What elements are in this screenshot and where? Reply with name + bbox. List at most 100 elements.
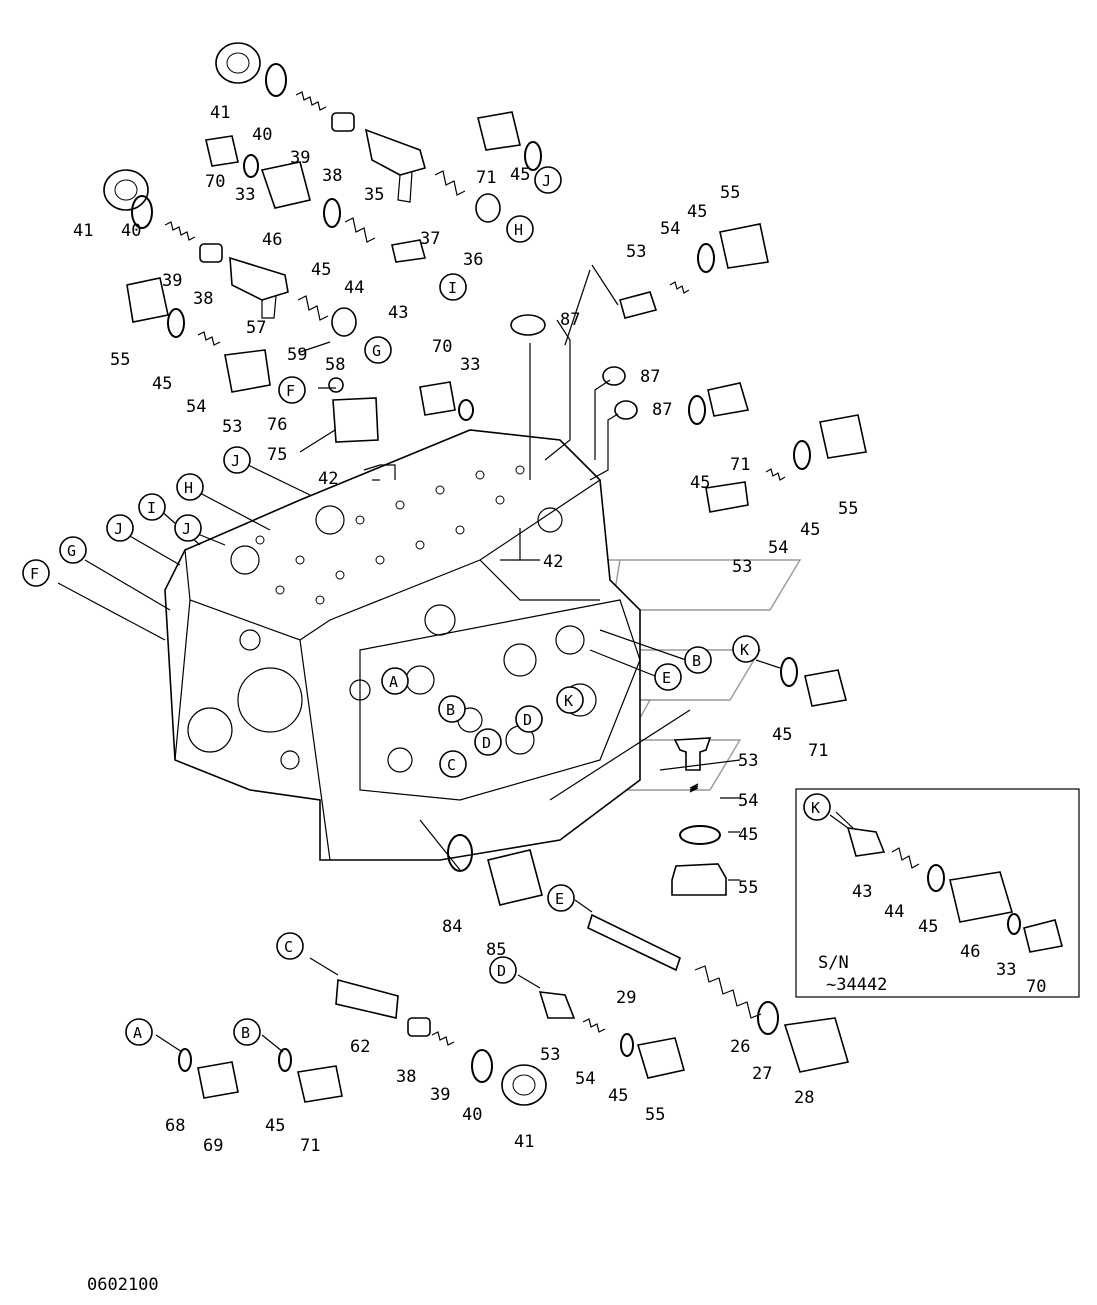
callout-k-inset: K: [803, 793, 831, 821]
label-45: 45: [608, 1086, 628, 1106]
callout-j-top-right: J: [534, 166, 562, 194]
label-41: 41: [210, 103, 230, 123]
callout-j-left2: J: [174, 514, 202, 542]
label-71: 71: [730, 455, 750, 475]
label-62: 62: [350, 1037, 370, 1057]
svg-text:K: K: [811, 799, 820, 817]
parts: [103, 42, 867, 1106]
label-55: 55: [838, 499, 858, 519]
svg-text:A: A: [389, 673, 398, 691]
label-26: 26: [730, 1037, 750, 1057]
label-45: 45: [772, 725, 792, 745]
svg-text:D: D: [482, 734, 491, 752]
callout-h-left: H: [176, 473, 204, 501]
callouts: J H I G F J H I J J G F A B C D D K E B …: [22, 166, 831, 1046]
svg-text:J: J: [542, 172, 551, 190]
callout-f-top: F: [278, 376, 306, 404]
label-68: 68: [165, 1116, 185, 1136]
label-70: 70: [205, 172, 225, 192]
callout-b-body2: B: [684, 646, 712, 674]
label-42: 42: [543, 552, 563, 572]
svg-text:B: B: [241, 1024, 250, 1042]
callout-a-body: A: [381, 667, 409, 695]
label-53: 53: [732, 557, 752, 577]
label-45: 45: [738, 825, 758, 845]
label-84: 84: [442, 917, 462, 937]
callout-a-lower: A: [125, 1018, 153, 1046]
callout-j-left3: J: [106, 514, 134, 542]
callout-d-lower: D: [489, 956, 517, 984]
diagram-code: 0602100: [87, 1275, 159, 1295]
callout-c-lower: C: [276, 932, 304, 960]
valve-body: [164, 429, 641, 861]
label-87: 87: [560, 310, 580, 330]
label-54: 54: [738, 791, 758, 811]
svg-text:J: J: [114, 520, 123, 538]
label-39: 39: [290, 148, 310, 168]
svg-text:F: F: [30, 565, 39, 583]
label-53: 53: [540, 1045, 560, 1065]
callout-k-right: K: [732, 635, 760, 663]
callout-g-top: G: [364, 336, 392, 364]
svg-text:D: D: [497, 962, 506, 980]
label-44: 44: [344, 278, 364, 298]
svg-text:H: H: [184, 479, 193, 497]
inset-panel: S/N ~34442: [795, 788, 1080, 998]
callout-c-body: C: [439, 750, 467, 778]
label-45: 45: [265, 1116, 285, 1136]
label-45: 45: [918, 917, 938, 937]
svg-text:J: J: [231, 452, 240, 470]
label-76: 76: [267, 415, 287, 435]
label-71: 71: [300, 1136, 320, 1156]
svg-text:E: E: [555, 890, 564, 908]
callout-i-top: I: [439, 273, 467, 301]
label-87: 87: [640, 367, 660, 387]
label-45: 45: [152, 374, 172, 394]
label-57: 57: [246, 318, 266, 338]
callout-g-left: G: [59, 536, 87, 564]
label-38: 38: [322, 166, 342, 186]
svg-text:C: C: [284, 938, 293, 956]
svg-text:D: D: [523, 711, 532, 729]
label-54: 54: [660, 219, 680, 239]
callout-d-body2: D: [515, 705, 543, 733]
label-55: 55: [645, 1105, 665, 1125]
label-33: 33: [996, 960, 1016, 980]
svg-text:B: B: [446, 701, 455, 719]
label-54: 54: [575, 1069, 595, 1089]
inset-sn-label: S/N: [818, 953, 849, 973]
label-46: 46: [960, 942, 980, 962]
label-41: 41: [73, 221, 93, 241]
label-53: 53: [626, 242, 646, 262]
svg-text:G: G: [372, 342, 381, 360]
callout-e-body: E: [654, 663, 682, 691]
label-45: 45: [311, 260, 331, 280]
label-39: 39: [430, 1085, 450, 1105]
callout-b-body: B: [438, 695, 466, 723]
svg-text:G: G: [67, 542, 76, 560]
label-36: 36: [463, 250, 483, 270]
label-28: 28: [794, 1088, 814, 1108]
label-59: 59: [287, 345, 307, 365]
label-39: 39: [162, 271, 182, 291]
label-70: 70: [432, 337, 452, 357]
label-75: 75: [267, 445, 287, 465]
label-42: 42: [318, 469, 338, 489]
label-54: 54: [186, 397, 206, 417]
callout-j-left1: J: [223, 446, 251, 474]
part-labels: 41 40 39 38 35 37 71 45 36 70 33 46 45 4…: [73, 103, 1046, 1156]
callout-e-lower: E: [547, 884, 575, 912]
label-40: 40: [121, 221, 141, 241]
callout-h-top: H: [506, 215, 534, 243]
inset-sn-range: ~34442: [826, 975, 887, 995]
callout-i-left: I: [138, 493, 166, 521]
label-40: 40: [252, 125, 272, 145]
svg-text:A: A: [133, 1024, 142, 1042]
label-54: 54: [768, 538, 788, 558]
label-55: 55: [720, 183, 740, 203]
label-33: 33: [460, 355, 480, 375]
label-71: 71: [476, 168, 496, 188]
svg-text:K: K: [740, 641, 749, 659]
leader-lines: [57, 264, 856, 1053]
